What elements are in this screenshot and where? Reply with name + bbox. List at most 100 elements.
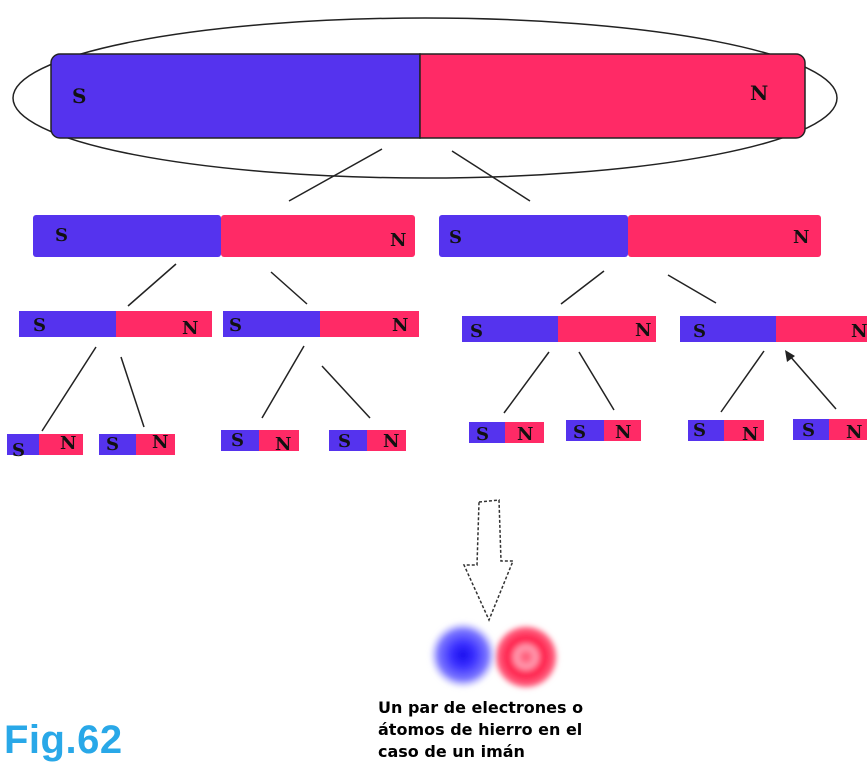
south-pole-label: S	[476, 424, 489, 445]
split-line	[560, 270, 605, 305]
north-pole-label: N	[517, 424, 533, 445]
electron-pair	[430, 622, 559, 690]
split-line	[321, 365, 371, 419]
split-line	[120, 356, 145, 428]
north-half	[259, 430, 299, 451]
south-pole-label: S	[573, 422, 586, 443]
south-pole-label: S	[55, 225, 68, 246]
south-half	[680, 316, 776, 342]
south-half	[329, 430, 367, 451]
magnetic-field-loop	[12, 17, 838, 179]
magnet-level-2: S N	[19, 311, 212, 339]
north-pole-label: N	[392, 315, 408, 336]
south-half	[33, 215, 221, 257]
north-pole-label: N	[383, 431, 399, 452]
split-line	[288, 148, 383, 202]
south-pole-label: S	[12, 440, 25, 461]
caption-line: caso de un imán	[378, 742, 525, 761]
north-pole-label: N	[750, 81, 768, 105]
south-pole-label: S	[693, 420, 706, 441]
magnet-level-1-right: S N	[439, 215, 821, 257]
south-half	[19, 311, 116, 337]
split-line	[720, 350, 765, 413]
north-half	[829, 419, 867, 440]
split-line	[788, 354, 837, 410]
south-half	[7, 434, 39, 455]
north-half	[628, 215, 821, 257]
north-half	[724, 420, 764, 441]
south-half	[439, 215, 628, 257]
split-line	[578, 351, 615, 411]
figure-label: Fig.62	[4, 718, 123, 762]
split-line	[451, 150, 531, 202]
magnet-level-1-left: S N	[33, 215, 415, 257]
north-pole-label: N	[793, 227, 809, 248]
north-pole-label: N	[152, 432, 168, 453]
split-line	[261, 345, 305, 419]
magnet-level-2: S N	[223, 311, 419, 337]
south-half	[793, 419, 829, 440]
split-line	[503, 351, 550, 414]
north-half	[604, 420, 641, 441]
north-half	[505, 422, 544, 443]
south-half	[469, 422, 505, 443]
split-line	[270, 271, 308, 305]
south-half	[566, 420, 604, 441]
south-half	[221, 430, 259, 451]
north-pole-label: N	[182, 318, 198, 339]
north-pole-label: N	[275, 434, 291, 455]
split-line	[667, 274, 717, 304]
magnet-level-2: S N	[462, 316, 656, 342]
south-half	[50, 53, 421, 139]
north-half	[419, 53, 806, 139]
south-pole-label: S	[33, 315, 46, 336]
north-half	[116, 311, 212, 337]
south-pole-label: S	[231, 430, 244, 451]
south-pole-label: S	[693, 321, 706, 342]
magnet-level-3: S N	[7, 433, 83, 461]
blue-electron	[430, 622, 496, 688]
north-half	[221, 215, 415, 257]
south-half	[462, 316, 558, 342]
magnet-level-3: S N	[329, 430, 406, 452]
north-half	[39, 434, 83, 455]
caption-line: átomos de hierro en el	[378, 720, 583, 739]
south-pole-label: S	[802, 420, 815, 441]
north-half	[136, 434, 175, 455]
magnet-level-3: S N	[221, 430, 299, 455]
magnet-level-0: S N	[50, 53, 806, 139]
north-pole-label: N	[615, 422, 631, 443]
north-pole-label: N	[851, 321, 867, 342]
north-half	[776, 316, 867, 342]
north-pole-label: N	[742, 424, 758, 445]
north-half	[558, 316, 656, 342]
south-pole-label: S	[72, 84, 86, 108]
south-half	[688, 420, 724, 441]
magnet-level-3: S N	[688, 420, 764, 445]
north-half	[367, 430, 406, 451]
red-electron	[493, 624, 559, 690]
split-line	[127, 263, 177, 307]
south-half	[99, 434, 136, 455]
south-pole-label: S	[229, 315, 242, 336]
north-half	[320, 311, 419, 337]
north-pole-label: N	[60, 433, 76, 454]
arrowhead	[785, 350, 795, 362]
magnet-level-3: S N	[793, 419, 867, 443]
electron-pair-caption: Un par de electrones o átomos de hierro …	[378, 697, 658, 763]
magnet-level-3: S N	[469, 422, 544, 445]
north-pole-label: N	[390, 230, 406, 251]
magnet-level-2: S N	[680, 316, 867, 342]
south-pole-label: S	[106, 434, 119, 455]
north-pole-label: N	[846, 422, 862, 443]
caption-line: Un par de electrones o	[378, 698, 584, 717]
magnet-level-3: S N	[99, 432, 175, 455]
south-pole-label: S	[338, 431, 351, 452]
north-pole-label: N	[635, 320, 651, 341]
south-pole-label: S	[449, 227, 462, 248]
magnet-level-3: S N	[566, 420, 641, 443]
split-line	[41, 346, 97, 432]
south-pole-label: S	[470, 321, 483, 342]
down-arrow	[462, 499, 515, 622]
